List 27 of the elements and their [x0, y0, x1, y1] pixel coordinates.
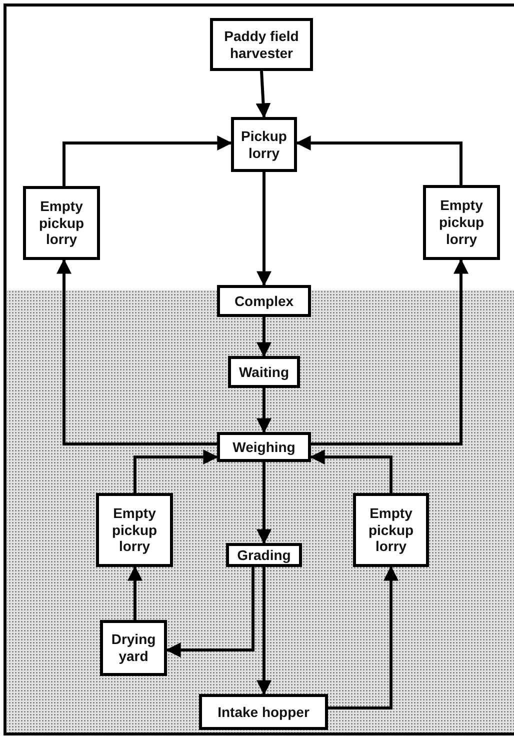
process-box: Empty pickup lorry	[96, 493, 173, 567]
arrow	[128, 566, 142, 620]
arrow	[310, 450, 392, 493]
process-box: Drying yard	[100, 620, 167, 676]
arrow	[328, 566, 398, 710]
arrow	[56, 258, 217, 446]
arrow	[62, 136, 232, 186]
arrow	[256, 567, 272, 696]
process-box: Grading	[226, 543, 302, 567]
process-box: Empty pickup lorry	[23, 186, 100, 260]
arrow	[134, 450, 218, 493]
arrow	[256, 317, 272, 358]
arrow	[256, 388, 272, 434]
process-box: Intake hopper	[199, 694, 328, 730]
process-box: Empty pickup lorry	[353, 493, 429, 567]
arrow	[166, 567, 254, 658]
arrow	[256, 462, 272, 544]
process-box: Waiting	[228, 356, 300, 388]
process-box: Pickup lorry	[231, 117, 297, 172]
arrow	[311, 258, 468, 446]
arrow	[296, 136, 462, 185]
arrow	[256, 70, 271, 118]
process-box: Weighing	[217, 432, 311, 462]
process-box: Empty pickup lorry	[423, 185, 500, 260]
arrow	[256, 172, 272, 286]
process-box: Paddy field harvester	[210, 18, 313, 71]
process-box: Complex	[217, 285, 311, 317]
